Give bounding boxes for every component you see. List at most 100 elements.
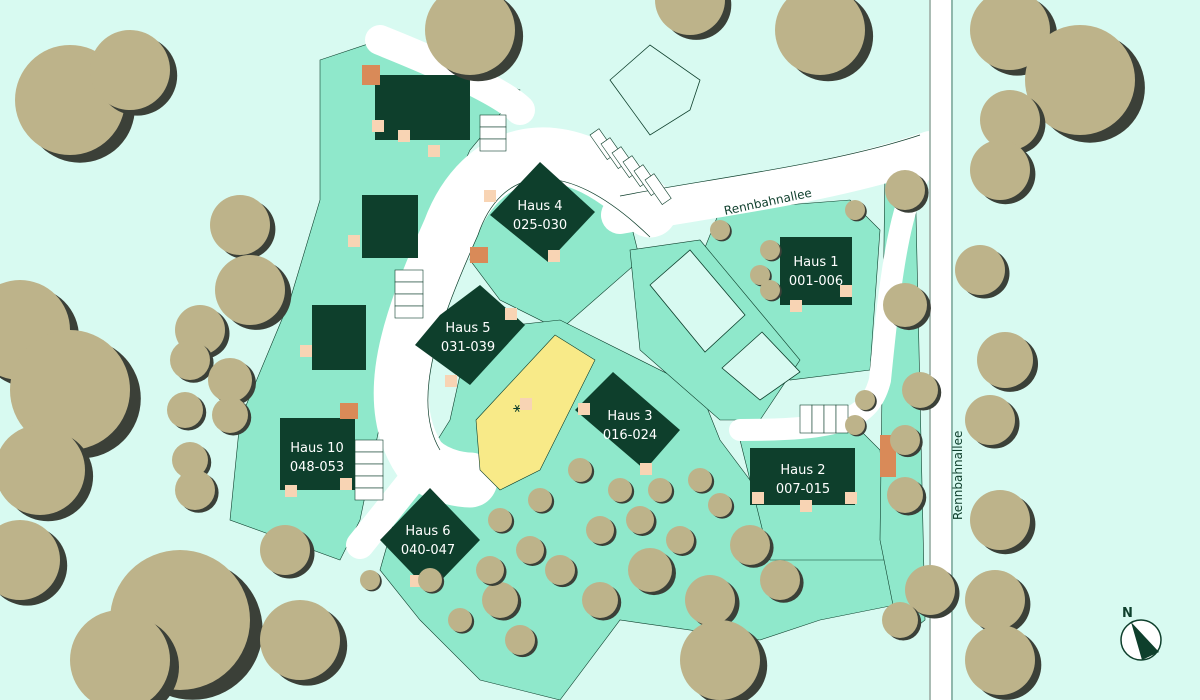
- tree: [10, 330, 130, 450]
- entrance: [285, 485, 297, 497]
- parking-space: [394, 269, 424, 283]
- house-4[interactable]: Haus 4 025-030: [513, 199, 567, 233]
- tree: [172, 442, 208, 478]
- tree: [170, 340, 210, 380]
- tree: [626, 506, 654, 534]
- tree: [887, 477, 923, 513]
- entrance: [800, 500, 812, 512]
- playground: [475, 334, 596, 491]
- courts: [609, 44, 801, 401]
- house-units: 016-024: [603, 428, 657, 443]
- tree: [885, 170, 925, 210]
- tree: [425, 0, 515, 75]
- house-name: Haus 4: [517, 199, 562, 214]
- tree: [545, 555, 575, 585]
- tree: [685, 575, 735, 625]
- parking-space: [799, 404, 813, 434]
- tree: [476, 556, 504, 584]
- tree: [855, 390, 875, 410]
- tree: [965, 625, 1035, 695]
- tree: [655, 0, 725, 35]
- tree: [980, 90, 1040, 150]
- parking-space: [644, 173, 672, 205]
- house-name: Haus 6: [405, 524, 450, 539]
- tree: [730, 525, 770, 565]
- house-name: Haus 3: [607, 409, 652, 424]
- compass-label: N: [1122, 606, 1133, 621]
- tree: [845, 415, 865, 435]
- entrance: [640, 463, 652, 475]
- parking-space: [394, 305, 424, 319]
- entrance: [348, 235, 360, 247]
- house-units: 040-047: [401, 543, 455, 558]
- playground-icon: ⚹: [513, 400, 522, 416]
- tree: [905, 565, 955, 615]
- tree: [212, 397, 248, 433]
- house-units: 025-030: [513, 218, 567, 233]
- tree: [775, 0, 865, 75]
- tree: [90, 30, 170, 110]
- street-label: Rennbahnallee: [951, 431, 965, 520]
- tree: [70, 610, 170, 700]
- tree: [0, 425, 85, 515]
- tree: [708, 493, 732, 517]
- tree: [482, 582, 518, 618]
- house-name: Haus 10: [290, 441, 343, 456]
- tree: [955, 245, 1005, 295]
- entrance: [548, 250, 560, 262]
- entrance: [505, 308, 517, 320]
- parking-space: [354, 487, 384, 501]
- tree: [883, 283, 927, 327]
- trees: [0, 0, 1145, 700]
- compass-north-icon: [1120, 619, 1162, 661]
- parking-space: [479, 114, 507, 128]
- tree: [167, 392, 203, 428]
- house-6[interactable]: Haus 6 040-047: [401, 524, 455, 558]
- tree: [970, 0, 1050, 70]
- entrance: [372, 120, 384, 132]
- entrance: [484, 190, 496, 202]
- tree: [582, 582, 618, 618]
- parking-space: [354, 463, 384, 477]
- tree: [666, 526, 694, 554]
- tree: [608, 478, 632, 502]
- tree: [0, 520, 60, 600]
- house-units: 048-053: [290, 460, 344, 475]
- tree: [628, 548, 672, 592]
- tree: [488, 508, 512, 532]
- entrance: [790, 300, 802, 312]
- tree: [215, 255, 285, 325]
- tree: [970, 140, 1030, 200]
- house-3[interactable]: Haus 3 016-024: [603, 409, 657, 443]
- tree: [568, 458, 592, 482]
- entrance: [520, 398, 532, 410]
- tree: [882, 602, 918, 638]
- tree: [505, 625, 535, 655]
- parking-space: [394, 281, 424, 295]
- entrance: [845, 492, 857, 504]
- tree: [760, 560, 800, 600]
- tree: [516, 536, 544, 564]
- tree: [965, 570, 1025, 630]
- tree: [710, 220, 730, 240]
- parking-space: [479, 126, 507, 140]
- house-name: Haus 2: [780, 463, 825, 478]
- tree: [210, 195, 270, 255]
- house-units: 031-039: [441, 340, 495, 355]
- parking-space: [823, 404, 837, 434]
- house-10[interactable]: Haus 10 048-053: [290, 441, 344, 475]
- tree: [260, 525, 310, 575]
- entrance: [428, 145, 440, 157]
- tree: [418, 568, 442, 592]
- tree: [760, 280, 780, 300]
- tree: [845, 200, 865, 220]
- entrance: [752, 492, 764, 504]
- tree: [750, 265, 770, 285]
- tree: [260, 600, 340, 680]
- parking-space: [354, 439, 384, 453]
